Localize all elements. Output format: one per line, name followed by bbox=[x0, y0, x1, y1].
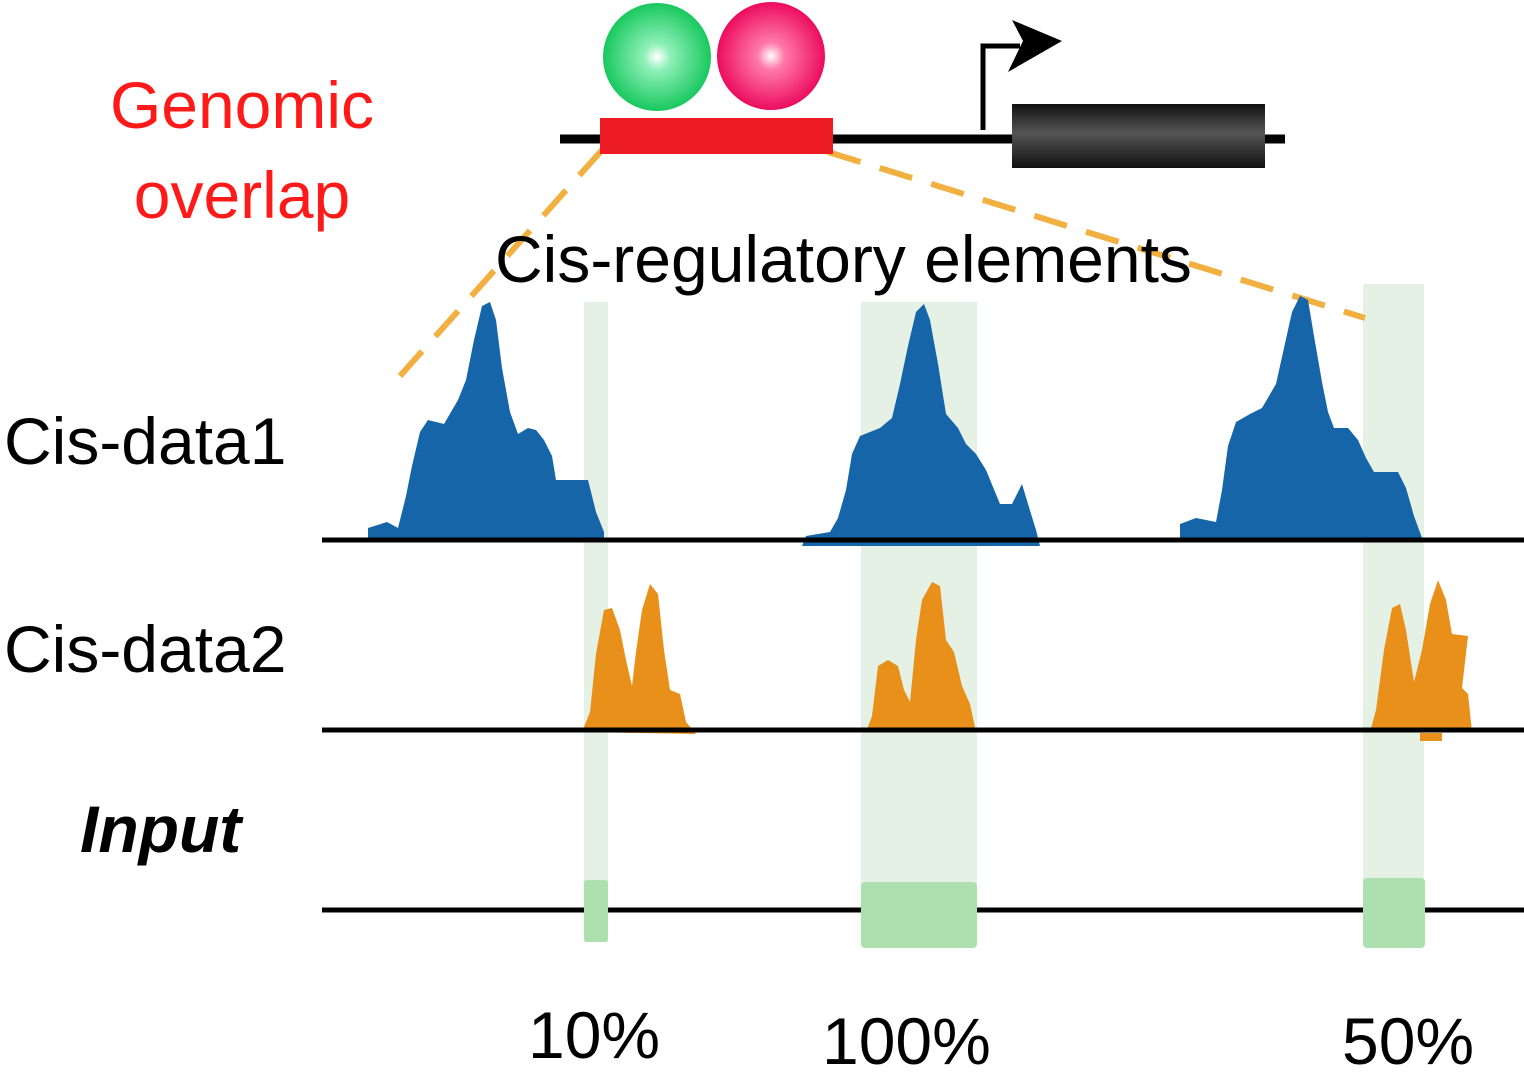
track1-peak-3 bbox=[1180, 296, 1422, 538]
gene-body-box bbox=[1012, 104, 1265, 168]
genomic-overlap-label-line2: overlap bbox=[133, 158, 351, 232]
track2-small-tick bbox=[1420, 733, 1442, 741]
track1-peaks bbox=[368, 296, 1422, 546]
track2-peaks bbox=[582, 580, 1472, 741]
track2-peak-3 bbox=[1370, 580, 1472, 732]
track2-peak-1 bbox=[582, 584, 696, 734]
genomic-overlap-label-line1: Genomic bbox=[109, 68, 375, 142]
percentage-label-1: 10% bbox=[528, 998, 661, 1072]
input-box-3 bbox=[1363, 878, 1425, 948]
percentage-label-2: 100% bbox=[822, 1004, 991, 1078]
track3-label: Input bbox=[80, 792, 242, 866]
pink-sphere-icon bbox=[717, 2, 825, 110]
percentage-label-3: 50% bbox=[1342, 1004, 1475, 1078]
green-sphere-icon bbox=[603, 3, 711, 111]
track1-label: Cis-data1 bbox=[4, 404, 287, 478]
track2-label: Cis-data2 bbox=[4, 612, 287, 686]
track2-peak-2 bbox=[866, 582, 976, 732]
genomic-overlap-bar bbox=[600, 118, 833, 154]
tss-arrow-icon bbox=[980, 20, 1062, 130]
zoom-dashed-line-right bbox=[827, 149, 1366, 321]
track1-peak-2 bbox=[802, 304, 1040, 546]
cis-regulatory-elements-label: Cis-regulatory elements bbox=[495, 222, 1192, 296]
input-box-2 bbox=[861, 882, 977, 948]
track1-peak-1 bbox=[368, 302, 604, 538]
input-box-1 bbox=[584, 880, 608, 942]
